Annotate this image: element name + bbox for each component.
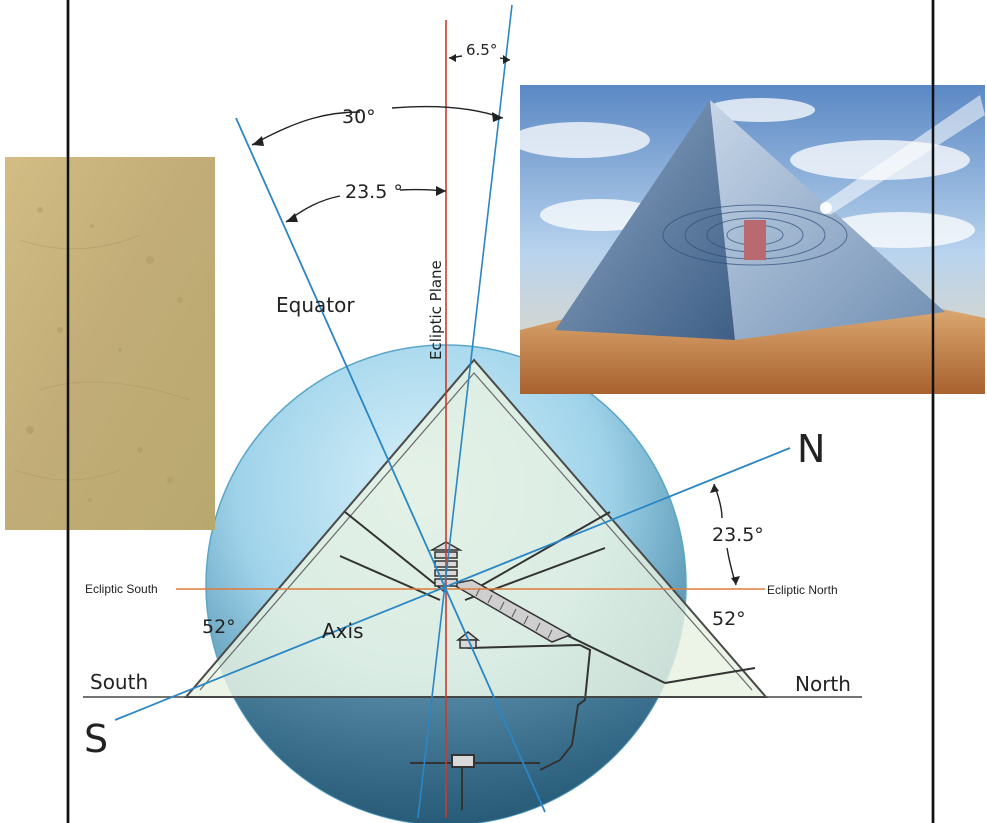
grand-gallery: [449, 579, 572, 643]
axis-label: Axis: [322, 619, 364, 643]
pole-north-label: N: [797, 427, 825, 471]
tilted-line-6-5: [417, 4, 513, 819]
pole-south-label: S: [84, 717, 108, 761]
subterranean-chamber: [410, 754, 540, 810]
north-label: North: [795, 672, 851, 696]
angle-label-30: 30°: [342, 106, 376, 128]
equator-label: Equator: [276, 293, 355, 317]
ecliptic-plane-label: Ecliptic Plane: [427, 260, 445, 360]
angle-arcs: [251, 54, 740, 586]
angle-label-6-5: 6.5°: [466, 41, 497, 59]
pyramid-inner-edge: [199, 372, 753, 691]
south-label: South: [90, 670, 148, 694]
pyramid-artwork-image: [510, 85, 985, 394]
ecliptic-south-label: Ecliptic South: [85, 582, 158, 596]
angle-label-23-5-right: 23.5°: [712, 524, 764, 546]
stone-texture-image: [5, 157, 215, 530]
axis-line: [114, 447, 791, 721]
equator-line: [235, 117, 546, 813]
angle-label-23-5-top: 23.5 °: [345, 181, 403, 203]
ecliptic-north-label: Ecliptic North: [767, 583, 838, 597]
base-angle-right-label: 52°: [712, 608, 746, 630]
base-angle-left-label: 52°: [202, 616, 236, 638]
